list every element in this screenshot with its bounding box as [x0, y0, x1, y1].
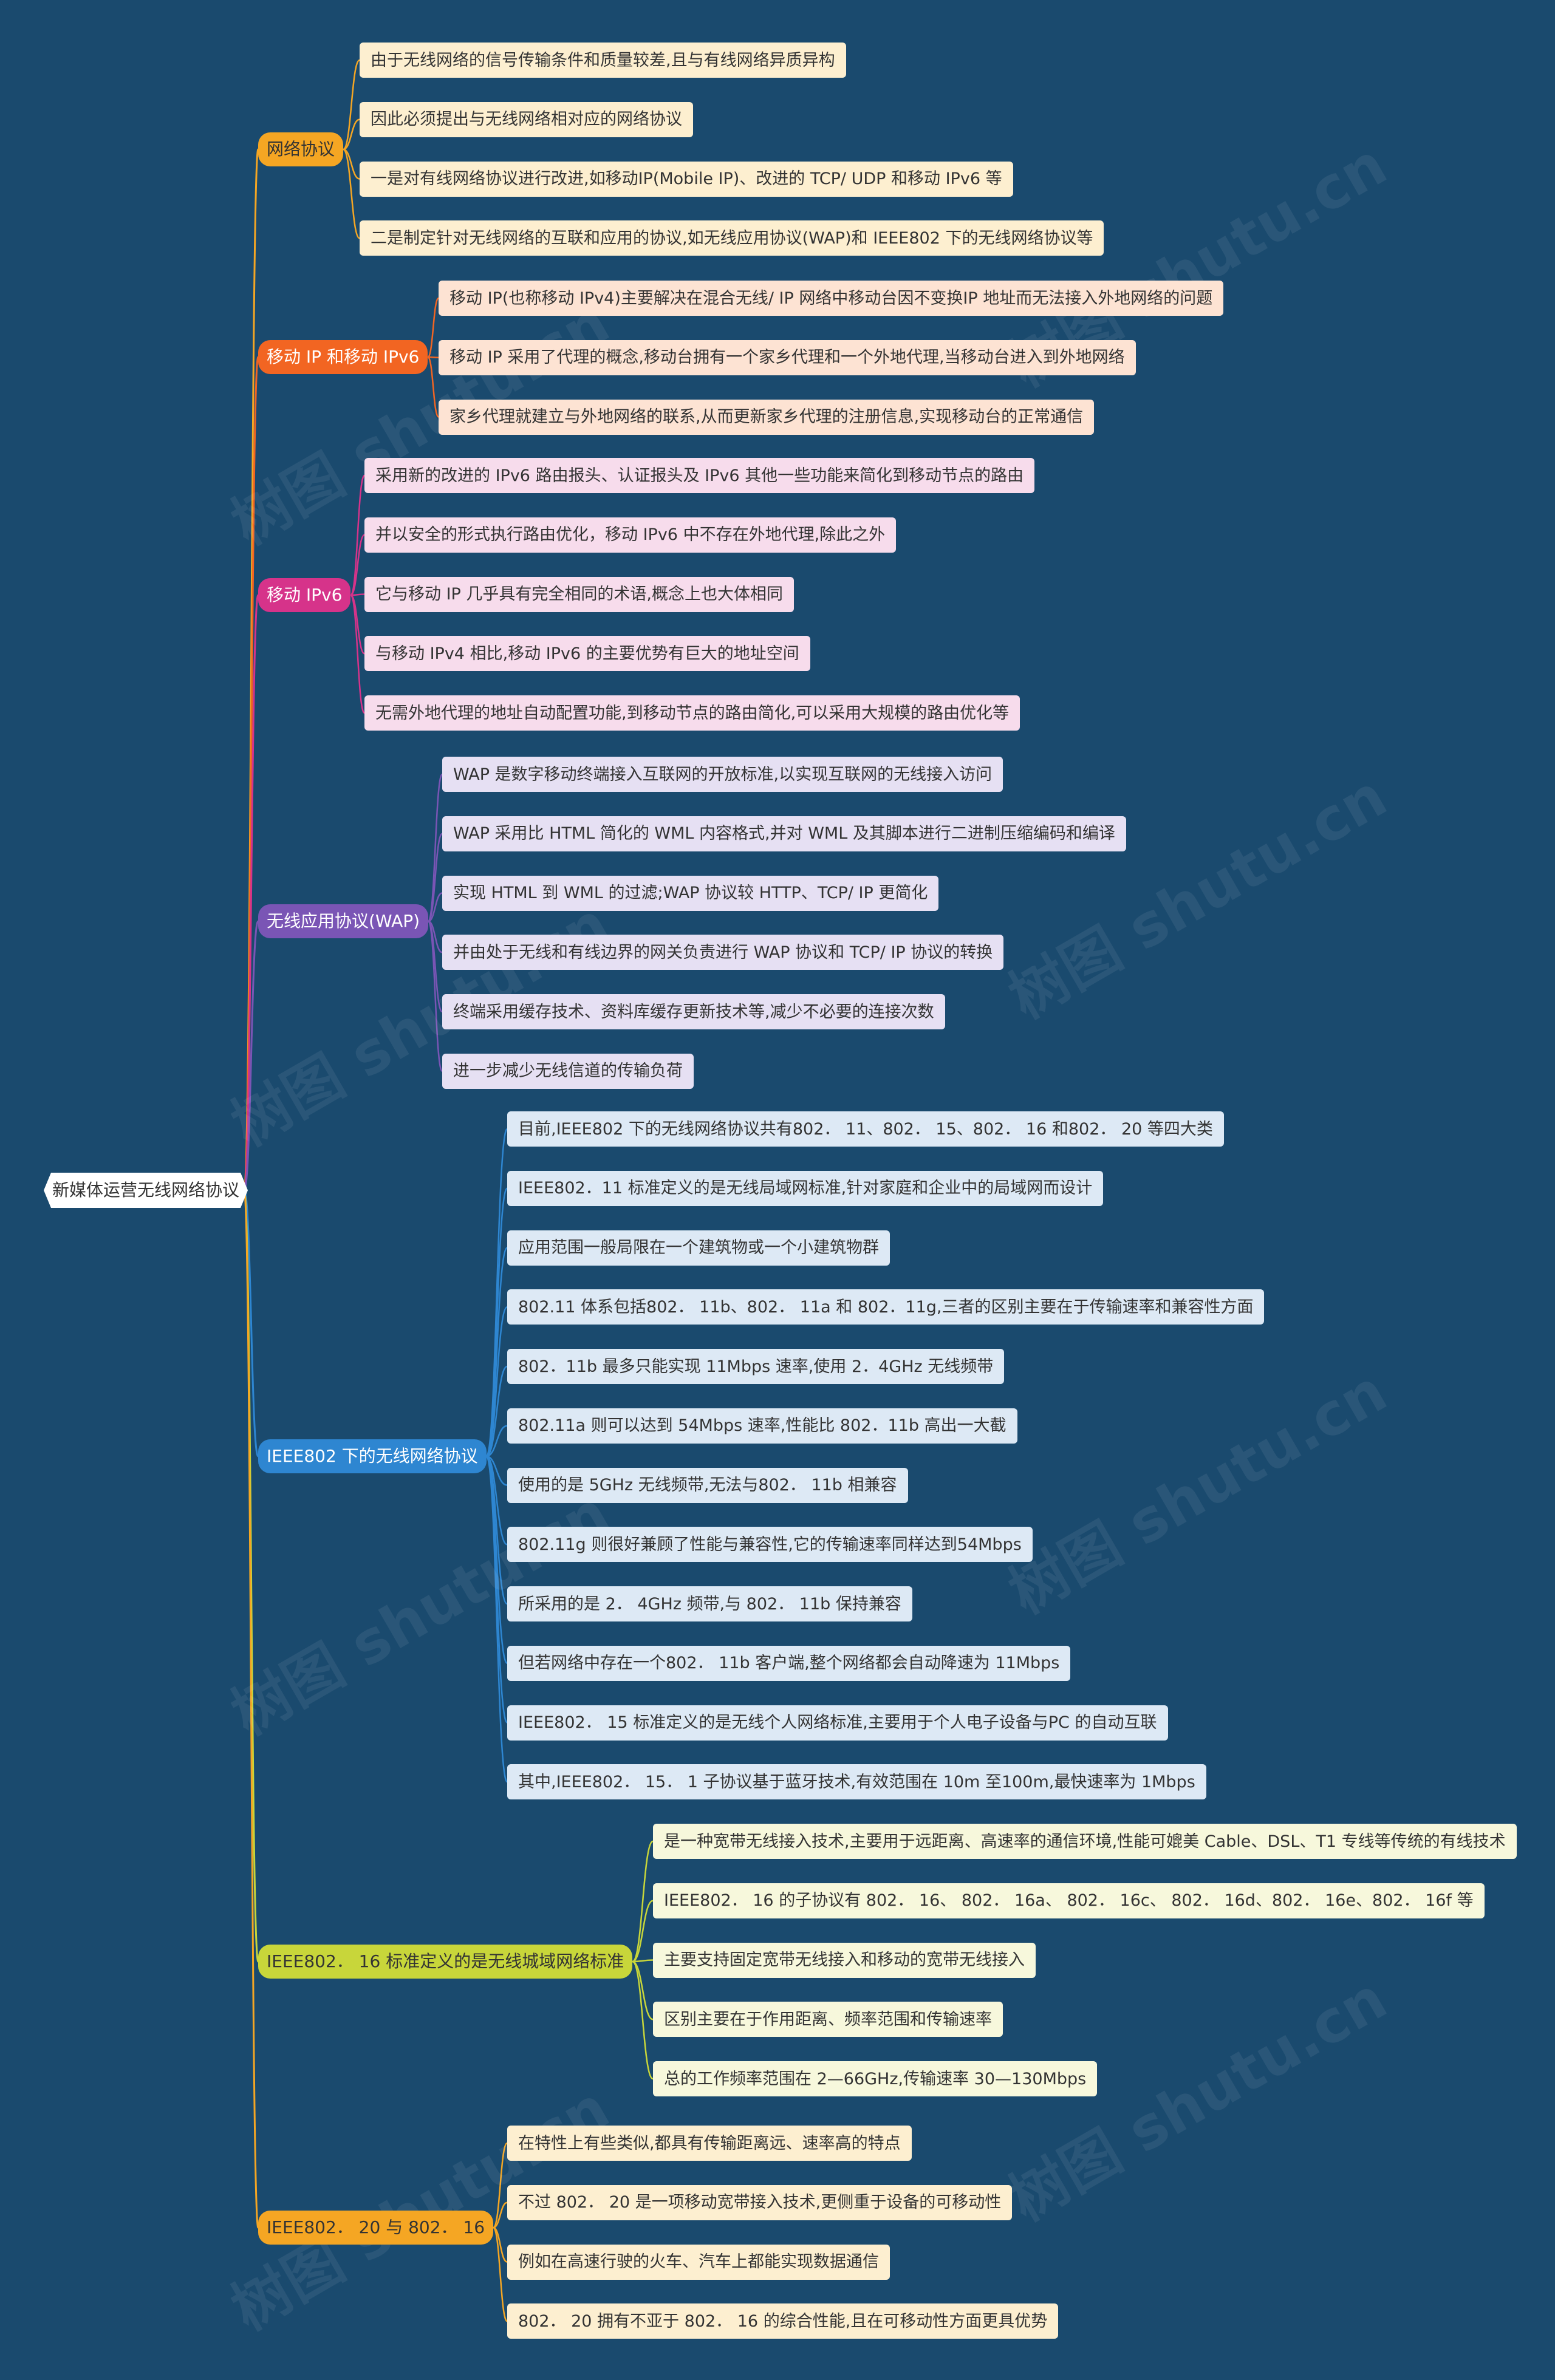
branch-node[interactable]: IEEE802． 16 标准定义的是无线城域网络标准	[258, 1945, 633, 1979]
connector-line	[243, 920, 259, 1192]
branch-node[interactable]: 移动 IPv6	[258, 578, 351, 612]
connector-line	[632, 1900, 654, 1963]
connector-line	[350, 594, 366, 714]
leaf-node[interactable]: 802.11a 则可以达到 54Mbps 速率,性能比 802．11b 高出一大…	[507, 1408, 1017, 1444]
leaf-node[interactable]: 由于无线网络的信号传输条件和质量较差,且与有线网络异质异构	[360, 43, 846, 78]
leaf-node[interactable]: 主要支持固定宽带无线接入和移动的宽带无线接入	[653, 1942, 1036, 1978]
root-node[interactable]: 新媒体运营无线网络协议	[44, 1173, 248, 1208]
connector-line	[427, 297, 440, 358]
leaf-node[interactable]: 实现 HTML 到 WML 的过滤;WAP 协议较 HTTP、TCP/ IP 更…	[442, 875, 939, 911]
connector-line	[492, 2142, 508, 2229]
leaf-node[interactable]: 并以安全的形式执行路由优化，移动 IPv6 中不存在外地代理,除此之外	[364, 517, 897, 553]
connector-line	[632, 1960, 654, 2020]
leaf-node[interactable]: 例如在高速行驶的火车、汽车上都能实现数据通信	[507, 2244, 890, 2280]
leaf-node[interactable]: 采用新的改进的 IPv6 路由报头、认证报头及 IPv6 其他一些功能来简化到移…	[364, 458, 1035, 493]
leaf-node[interactable]: 它与移动 IP 几乎具有完全相同的术语,概念上也大体相同	[364, 576, 794, 612]
connector-line	[485, 1455, 508, 1783]
connector-line	[243, 594, 259, 1192]
leaf-node[interactable]: 应用范围一般局限在一个建筑物或一个小建筑物群	[507, 1230, 890, 1266]
connector-line	[427, 833, 443, 922]
connector-line	[243, 1189, 259, 2229]
connector-line	[343, 118, 360, 151]
connector-line	[342, 148, 361, 239]
leaf-node[interactable]: 但若网络中存在一个802． 11b 客户端,整个网络都会自动降速为 11Mbps	[507, 1645, 1071, 1681]
connector-line	[428, 356, 439, 358]
connector-line	[350, 593, 365, 596]
connector-line	[350, 474, 366, 596]
connector-line	[486, 1455, 508, 1486]
leaf-node[interactable]: 802.11 体系包括802． 11b、802． 11a 和 802．11g,三…	[507, 1289, 1265, 1325]
leaf-node[interactable]: IEEE802． 16 的子协议有 802． 16、 802． 16a、 802…	[653, 1883, 1485, 1918]
leaf-node[interactable]: 在特性上有些类似,都具有传输距离远、速率高的特点	[507, 2126, 912, 2161]
connector-line	[427, 356, 440, 418]
connector-line	[492, 2226, 508, 2322]
leaf-node[interactable]: 移动 IP 采用了代理的概念,移动台拥有一个家乡代理和一个外地代理,当移动台进入…	[439, 339, 1136, 375]
connector-line	[243, 1189, 259, 1458]
leaf-node[interactable]: 使用的是 5GHz 无线频带,无法与802． 11b 相兼容	[507, 1467, 908, 1503]
connector-line	[632, 1959, 654, 1963]
branch-node[interactable]: IEEE802 下的无线网络协议	[258, 1439, 487, 1473]
branch-node[interactable]: 网络协议	[258, 132, 344, 166]
leaf-node[interactable]: IEEE802． 15 标准定义的是无线个人网络标准,主要用于个人电子设备与PC…	[507, 1705, 1168, 1741]
leaf-node[interactable]: 802．11b 最多只能实现 11Mbps 速率,使用 2．4GHz 无线频带	[507, 1349, 1005, 1384]
connector-line	[632, 1960, 654, 2080]
connector-line	[350, 534, 365, 596]
leaf-node[interactable]: WAP 采用比 HTML 简化的 WML 内容格式,并对 WML 及其脚本进行二…	[442, 816, 1126, 851]
connector-line	[485, 1306, 508, 1458]
leaf-node[interactable]: 所采用的是 2． 4GHz 频带,与 802． 11b 保持兼容	[507, 1586, 912, 1621]
leaf-node[interactable]: 因此必须提出与无线网络相对应的网络协议	[360, 101, 693, 137]
leaf-node[interactable]: 进一步减少无线信道的传输负荷	[442, 1053, 694, 1089]
leaf-node[interactable]: 总的工作频率范围在 2—66GHz,传输速率 30—130Mbps	[653, 2061, 1098, 2096]
leaf-node[interactable]: 802.11g 则很好兼顾了性能与兼容性,它的传输速率同样达到54Mbps	[507, 1527, 1033, 1563]
connector-line	[486, 1425, 508, 1458]
leaf-node[interactable]: IEEE802．11 标准定义的是无线局域网标准,针对家庭和企业中的局域网而设计	[507, 1170, 1104, 1206]
branch-node[interactable]: 移动 IP 和移动 IPv6	[258, 340, 428, 374]
leaf-node[interactable]: 不过 802． 20 是一项移动宽带接入技术,更侧重于设备的可移动性	[507, 2184, 1013, 2220]
leaf-node[interactable]: 并由处于无线和有线边界的网关负责进行 WAP 协议和 TCP/ IP 协议的转换	[442, 935, 1004, 970]
connector-line	[493, 2201, 508, 2229]
branch-node[interactable]: IEEE802． 20 与 802． 16	[258, 2211, 494, 2245]
leaf-node[interactable]: 移动 IP(也称移动 IPv4)主要解决在混合无线/ IP 网络中移动台因不变换…	[439, 281, 1224, 316]
connector-line	[427, 773, 443, 922]
connector-line	[342, 59, 361, 151]
leaf-node[interactable]: 区别主要在于作用距离、频率范围和传输速率	[653, 2002, 1003, 2037]
connector-line	[486, 1365, 508, 1458]
leaf-node[interactable]: 其中,IEEE802． 15． 1 子协议基于蓝牙技术,有效范围在 10m 至1…	[507, 1764, 1206, 1800]
leaf-node[interactable]: 家乡代理就建立与外地网络的联系,从而更新家乡代理的注册信息,实现移动台的正常通信	[439, 399, 1095, 435]
leaf-node[interactable]: 终端采用缓存技术、资料库缓存更新技术等,减少不必要的连接次数	[442, 994, 945, 1029]
connector-line	[427, 920, 443, 1072]
leaf-node[interactable]: 与移动 IPv4 相比,移动 IPv6 的主要优势有巨大的地址空间	[364, 636, 810, 672]
connector-line	[428, 892, 443, 922]
leaf-node[interactable]: 二是制定针对无线网络的互联和应用的协议,如无线应用协议(WAP)和 IEEE80…	[360, 220, 1104, 256]
leaf-node[interactable]: 一是对有线网络协议进行改进,如移动IP(Mobile IP)、改进的 TCP/ …	[360, 161, 1013, 197]
branch-node[interactable]: 无线应用协议(WAP)	[258, 904, 429, 938]
leaf-node[interactable]: WAP 是数字移动终端接入互联网的开放标准,以实现互联网的无线接入访问	[442, 757, 1003, 792]
leaf-node[interactable]: 无需外地代理的地址自动配置功能,到移动节点的路由简化,可以采用大规模的路由优化等	[364, 695, 1020, 731]
leaf-node[interactable]: 目前,IEEE802 下的无线网络协议共有802． 11、802． 15、802…	[507, 1111, 1224, 1147]
leaf-node[interactable]: 是一种宽带无线接入技术,主要用于远距离、高速率的通信环境,性能可媲美 Cable…	[653, 1824, 1517, 1859]
connector-line	[632, 1840, 654, 1963]
leaf-node[interactable]: 802． 20 拥有不亚于 802． 16 的综合性能,且在可移动性方面更具优势	[507, 2303, 1059, 2339]
